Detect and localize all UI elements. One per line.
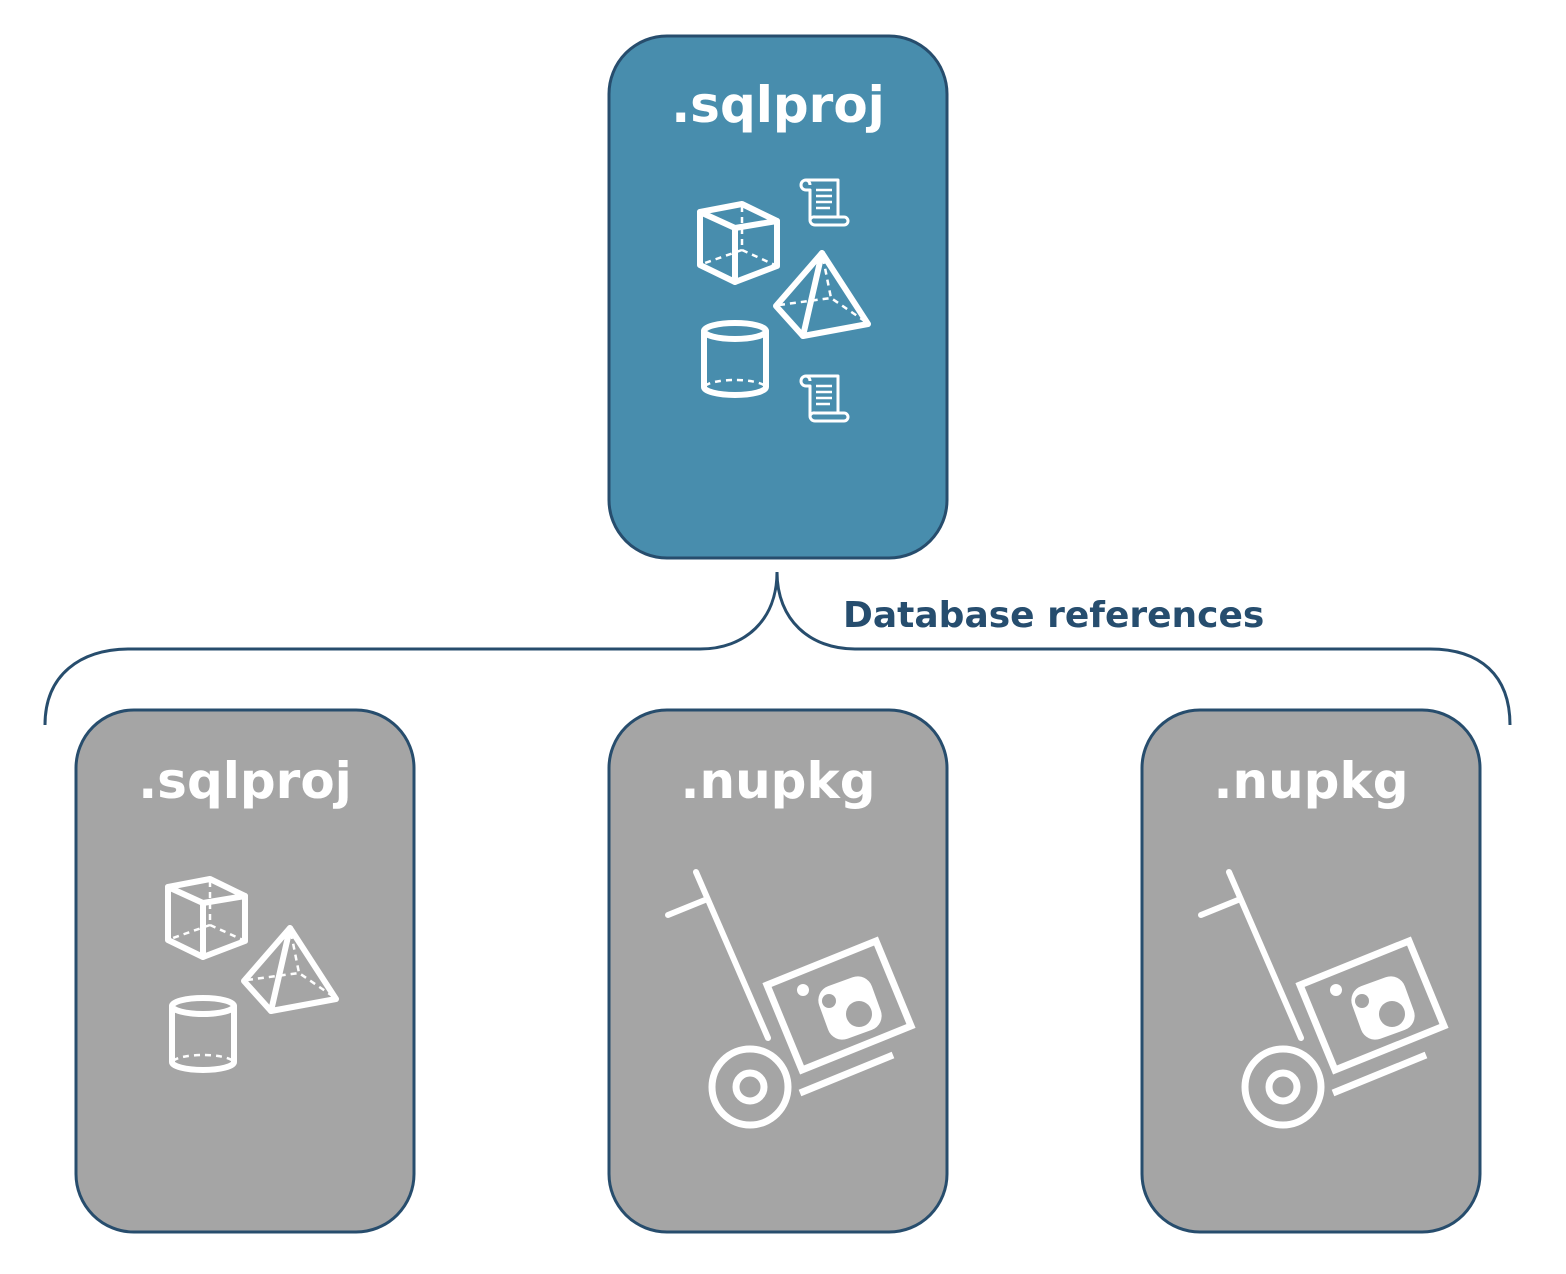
database-references-label: Database references bbox=[843, 595, 1264, 636]
reference-box-nupkg-1: .nupkg bbox=[607, 708, 949, 1234]
reference-title: .sqlproj bbox=[138, 752, 352, 810]
main-project-box: .sqlproj bbox=[607, 34, 949, 560]
reference-box-nupkg-2: .nupkg bbox=[1140, 708, 1482, 1234]
reference-bracket bbox=[43, 571, 1512, 726]
reference-title: .nupkg bbox=[680, 752, 875, 810]
main-project-title: .sqlproj bbox=[671, 76, 885, 134]
reference-box-sqlproj: .sqlproj bbox=[74, 708, 416, 1234]
reference-title: .nupkg bbox=[1213, 752, 1408, 810]
